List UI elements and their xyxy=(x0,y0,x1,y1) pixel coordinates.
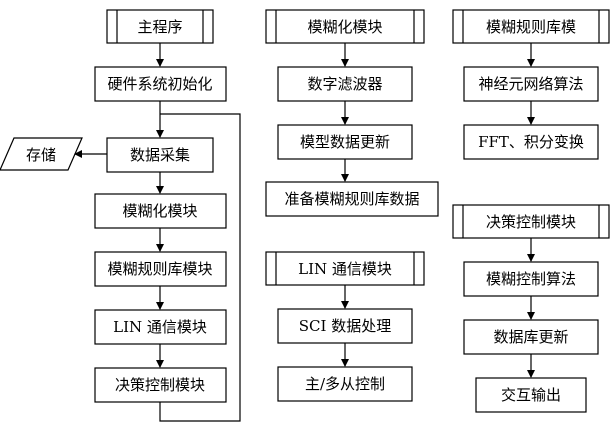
fuzzify-title-box: 模糊化模块 xyxy=(265,9,425,44)
fuzzy-control-label: 模糊控制算法 xyxy=(486,270,576,288)
data-collect-box: 数据采集 xyxy=(106,137,214,173)
db-update-label: 数据库更新 xyxy=(493,328,568,346)
fuzzy-control-box: 模糊控制算法 xyxy=(463,261,599,297)
lin-module-label: LIN 通信模块 xyxy=(113,318,207,336)
rulebase-title-box: 模糊规则库模 xyxy=(452,9,610,44)
decision-title-box: 决策控制模块 xyxy=(452,204,610,239)
prepare-rulebase-label: 准备模糊规则库数据 xyxy=(284,190,419,208)
hardware-init-label: 硬件系统初始化 xyxy=(107,75,212,93)
digital-filter-box: 数字滤波器 xyxy=(277,66,413,102)
storage-label: 存储 xyxy=(26,146,56,164)
rulebase-title-label: 模糊规则库模 xyxy=(486,18,576,36)
decision-title-label: 决策控制模块 xyxy=(486,213,576,231)
loop-back-line xyxy=(159,113,241,422)
digital-filter-label: 数字滤波器 xyxy=(307,75,382,93)
master-slave-label: 主/多从控制 xyxy=(305,375,385,393)
lin-module-box: LIN 通信模块 xyxy=(94,309,227,345)
fuzzify-title-label: 模糊化模块 xyxy=(307,18,382,36)
db-update-box: 数据库更新 xyxy=(463,319,599,355)
main-program-label: 主程序 xyxy=(137,18,182,36)
sci-processing-label: SCI 数据处理 xyxy=(299,317,391,335)
model-update-label: 模型数据更新 xyxy=(300,133,390,151)
fuzzify-module-box: 模糊化模块 xyxy=(94,193,227,229)
neural-network-label: 神经元网络算法 xyxy=(478,75,583,93)
master-slave-box: 主/多从控制 xyxy=(277,366,413,402)
main-program-box: 主程序 xyxy=(106,9,214,44)
prepare-rulebase-box: 准备模糊规则库数据 xyxy=(265,181,439,217)
rulebase-module-label: 模糊规则库模块 xyxy=(107,260,212,278)
rulebase-module-box: 模糊规则库模块 xyxy=(94,251,227,287)
hardware-init-box: 硬件系统初始化 xyxy=(94,66,227,102)
lin-title-box: LIN 通信模块 xyxy=(265,251,425,286)
storage-parallelogram: 存储 xyxy=(0,137,83,171)
fft-label: FFT、积分变换 xyxy=(478,133,584,151)
fuzzify-module-label: 模糊化模块 xyxy=(122,202,197,220)
fft-box: FFT、积分变换 xyxy=(463,124,599,160)
neural-network-box: 神经元网络算法 xyxy=(463,66,599,102)
data-collect-label: 数据采集 xyxy=(130,146,190,164)
decision-module-label: 决策控制模块 xyxy=(115,376,205,394)
lin-title-label: LIN 通信模块 xyxy=(298,260,392,278)
interactive-output-label: 交互输出 xyxy=(501,386,561,404)
decision-module-box: 决策控制模块 xyxy=(94,367,227,403)
interactive-output-box: 交互输出 xyxy=(475,377,587,413)
model-update-box: 模型数据更新 xyxy=(277,124,413,160)
sci-processing-box: SCI 数据处理 xyxy=(277,308,413,344)
